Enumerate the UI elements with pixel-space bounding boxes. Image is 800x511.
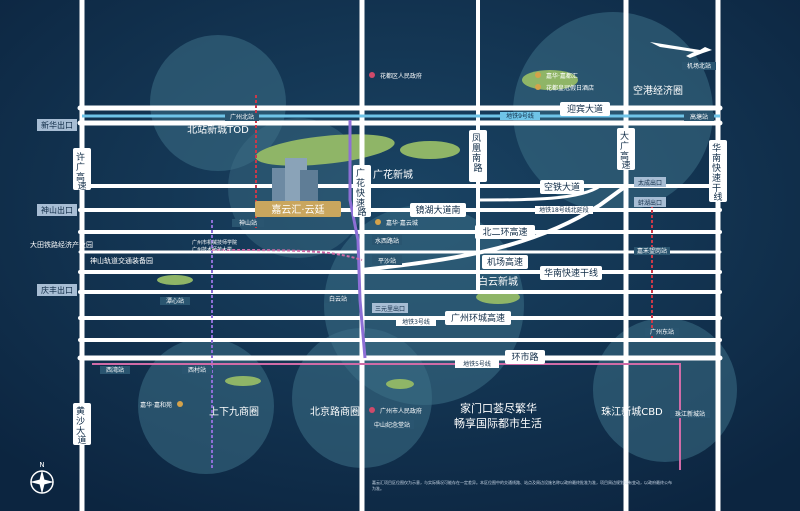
station-shuixi: 水西路站 <box>375 237 399 245</box>
road-sign-ring: 环市路 <box>505 350 545 364</box>
district-beijing-road: 北京路商圈 <box>310 405 360 418</box>
label-yingbin: 迎宾大道 <box>567 103 603 115</box>
road-sign-yingbin: 迎宾大道 <box>560 102 610 116</box>
slogan-line2: 畅享国际都市生活 <box>454 416 542 430</box>
station-zhonghuan: 中山纪念堂站 <box>374 421 410 429</box>
poi-jiahua-jiayun: 嘉华·嘉云城 <box>386 219 418 227</box>
label-ring: 环市路 <box>511 351 538 363</box>
vsign-fenghuang: 凤 凰 南 路 <box>469 130 487 182</box>
stations: 广州北站 神山站 机场北站 高塘站 太成出口 蚌湖出口 嘉禾望岗站 水西路站 平… <box>100 62 716 429</box>
svg-text:许 广 高: 许 广 高 速 <box>76 151 88 192</box>
poi-huadu-hotel: 花都皇冠假日酒店 <box>546 84 594 92</box>
exit-taicheng: 太成出口 <box>638 179 662 187</box>
district-beizhan: 北站新城TOD <box>187 123 249 136</box>
svg-text:大 广 高: 大 广 高 速 <box>620 130 632 171</box>
station-xiwan: 西湾站 <box>106 366 124 374</box>
poi-jiahua-jiahe: 嘉华·嘉和苑 <box>140 401 172 409</box>
project-marker: 嘉云汇·云廷 <box>255 158 341 217</box>
metro-line5: 地铁5号线 <box>463 360 491 368</box>
station-zhujiang-new: 珠江新城站 <box>675 410 705 418</box>
label-beier: 北二环高速 <box>482 226 527 238</box>
compass-icon: N <box>30 461 54 494</box>
exit-shenshan: 神山出口 <box>41 205 73 215</box>
label-huanan-h: 华南快速干线 <box>544 267 598 279</box>
road-sign-beier: 北二环高速 <box>475 225 535 239</box>
svg-text:华 南 快: 华 南 快 速 干 线 <box>712 142 724 203</box>
slogan-line1: 家门口荟尽繁华 <box>460 401 537 415</box>
metro-lines <box>82 95 720 470</box>
road-sign-huanan-h: 华南快速干线 <box>540 266 602 280</box>
vertical-road-labels: 许 广 高 速 广 花 快 速 路 凤 凰 南 路 <box>73 128 727 446</box>
station-xicun: 西村站 <box>188 366 206 374</box>
svg-text:黄 沙 大: 黄 沙 大 道 <box>76 405 88 446</box>
station-jiahe: 嘉禾望岗站 <box>637 247 667 255</box>
highway-exits: 新华出口 神山出口 庆丰出口 <box>37 119 77 296</box>
district-zhujiang: 珠江新城CBD <box>601 405 663 418</box>
svg-text:N: N <box>39 461 44 469</box>
district-shenshan-rail: 神山轨道交通装备园 <box>90 256 153 265</box>
poi-huadu-gov: 花都区人民政府 <box>380 72 422 80</box>
district-baiyun: 白云新城 <box>478 275 518 288</box>
vsign-xuguang: 许 广 高 速 <box>73 148 91 192</box>
label-kongtie: 空铁大道 <box>544 181 580 193</box>
poi-school-1: 广州市机械技师学院 <box>192 239 237 246</box>
station-pingsha: 平沙站 <box>378 257 396 265</box>
station-baiyun: 白云站 <box>329 295 347 303</box>
station-shenshan: 神山站 <box>239 219 257 227</box>
district-gangjing: 空港经济圈 <box>633 84 683 97</box>
footer-disclaimer: 嘉云汇项目区位图仅为示意，与实际情况可能存在一定差异。本区位图中的交通线路、站点… <box>372 480 672 491</box>
metro-line3: 地铁3号线 <box>402 318 430 326</box>
station-tanzai: 潭心站 <box>166 297 184 305</box>
poi-school-2: 广州技术师范大学 <box>192 246 232 253</box>
label-jinghu: 镜湖大道南 <box>415 204 460 216</box>
exit-sanyuanli: 三元里出口 <box>375 305 405 313</box>
project-name: 嘉云汇·云廷 <box>271 203 324 216</box>
poi-guangzhou-gov: 广州市人民政府 <box>380 407 422 415</box>
label-airport: 机场高速 <box>487 256 523 268</box>
district-labels: 北站新城TOD 广花新城 白云新城 上下九商圈 北京路商圈 珠江新城CBD 空港… <box>187 84 683 418</box>
exit-xinhua: 新华出口 <box>41 120 73 130</box>
svg-text:凤 凰 南: 凤 凰 南 路 <box>472 133 484 174</box>
district-shangxia: 上下九商圈 <box>209 405 259 418</box>
metro-line18: 地铁18号线北延段 <box>539 206 589 214</box>
exit-qingfeng: 庆丰出口 <box>41 285 73 295</box>
district-datian: 大田铁路经济产业园 <box>30 240 93 249</box>
vsign-guanghua: 广 花 快 速 路 <box>353 165 371 218</box>
poi-labels: 花都区人民政府 嘉华·嘉都汇 花都皇冠假日酒店 广州市人民政府 嘉华·嘉和苑 嘉… <box>30 72 594 415</box>
slogan: 家门口荟尽繁华 畅享国际都市生活 <box>454 401 542 430</box>
vsign-huangsha: 黄 沙 大 道 <box>73 403 91 446</box>
station-guangzhou-east: 广州东站 <box>650 328 674 336</box>
road-sign-kongtie: 空铁大道 <box>540 180 584 194</box>
poi-jiahua-huadu: 嘉华·嘉都汇 <box>546 72 578 80</box>
district-circles <box>138 12 737 474</box>
vsign-dagang: 大 广 高 速 <box>617 128 635 171</box>
vsign-xuguang-1: 许 <box>76 151 85 163</box>
roads <box>77 0 723 511</box>
district-guanghua: 广花新城 <box>373 168 413 181</box>
station-gaotang: 高塘站 <box>690 113 708 121</box>
road-signs: 迎宾大道 空铁大道 镜湖大道南 北二环高速 机场高速 华南快速干线 广州环城高速 <box>410 102 610 364</box>
svg-text:广 花 快: 广 花 快 速 路 <box>356 167 368 218</box>
station-guangzhou-north: 广州北站 <box>230 113 254 121</box>
vsign-huanan-v: 华 南 快 速 干 线 <box>709 140 727 203</box>
airplane-icon <box>650 42 712 58</box>
metro-labels: 地铁9号线 地铁18号线北延段 地铁5号线 地铁3号线 <box>396 112 593 368</box>
label-ring-highway: 广州环城高速 <box>451 312 505 324</box>
metro-line9: 地铁9号线 <box>506 112 534 120</box>
road-sign-ring-highway: 广州环城高速 <box>445 311 511 325</box>
exit-banyan: 蚌湖出口 <box>638 199 662 207</box>
road-sign-jinghu: 镜湖大道南 <box>410 203 466 217</box>
station-jichang: 机场北站 <box>687 62 711 70</box>
road-sign-airport: 机场高速 <box>482 255 528 269</box>
